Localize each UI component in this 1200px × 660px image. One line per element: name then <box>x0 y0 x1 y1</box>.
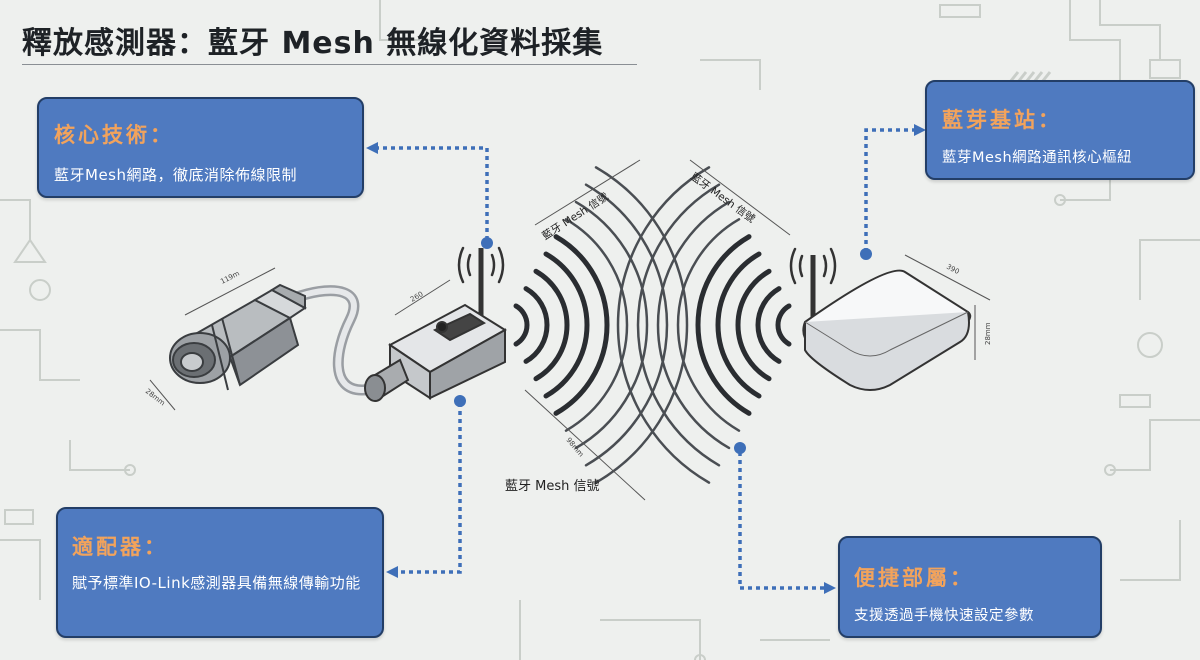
callout-connectors <box>374 128 916 590</box>
dimension-lines <box>149 159 991 501</box>
left-wave-arc-7 <box>574 200 649 450</box>
right-wave-arc-7 <box>656 200 731 450</box>
left-wave-arc-5 <box>553 234 610 416</box>
dimension-sensor-length: 119m <box>219 269 241 285</box>
dimension-signal-span: 98mm <box>564 436 585 459</box>
right-wave-arc-5 <box>695 234 752 416</box>
signal-waves-left <box>513 166 689 484</box>
left-wave-arc-9 <box>594 166 689 484</box>
signal-label-bottom: 藍牙 Mesh 信號 <box>505 479 600 494</box>
bluetooth-gateway-illustration <box>802 255 972 391</box>
bluetooth-adapter-illustration <box>364 248 507 402</box>
signal-waves-right <box>616 166 792 484</box>
left-wave-arc-3 <box>533 268 570 382</box>
left-wave-arc-2 <box>523 286 550 364</box>
callout-config-heading: 便捷部屬： <box>854 565 974 590</box>
callout-core-text: 藍牙Mesh網路，徹底消除佈線限制 <box>54 166 297 184</box>
left-wave-arc-8 <box>584 183 669 467</box>
callout-core-heading: 核心技術： <box>54 122 174 147</box>
callout-easy-deployment: 便捷部屬： 支援透過手機快速設定參數 <box>838 536 1102 638</box>
signal-label-upper-left: 藍牙 Mesh 信號 <box>540 190 612 243</box>
connector-endpoints <box>366 124 926 594</box>
right-wave-arc-6 <box>676 218 741 432</box>
left-wave-arc-1 <box>513 303 530 347</box>
left-wave-arc-4 <box>543 251 590 399</box>
right-wave-arc-3 <box>735 268 772 382</box>
io-link-sensor-illustration <box>169 283 307 391</box>
callout-adapter-heading: 適配器： <box>72 534 168 559</box>
antenna-wave-marks <box>457 246 837 285</box>
dimension-gateway-height: 28mm <box>984 322 992 345</box>
callout-core-technology: 核心技術： 藍牙Mesh網路，徹底消除佈線限制 <box>37 97 364 198</box>
right-wave-arc-2 <box>755 286 782 364</box>
title-underline <box>22 64 637 65</box>
callout-adapter: 適配器： 賦予標準IO-Link感測器具備無線傳輸功能 <box>56 507 384 638</box>
dimension-gateway-width: 390 <box>945 263 961 276</box>
callout-base-heading: 藍芽基站： <box>942 107 1062 132</box>
right-wave-arc-9 <box>616 166 711 484</box>
callout-base-station: 藍芽基站： 藍芽Mesh網路通訊核心樞紐 <box>925 80 1195 180</box>
right-wave-arc-1 <box>775 303 792 347</box>
right-wave-arc-4 <box>715 251 762 399</box>
left-wave-arc-6 <box>564 218 629 432</box>
callout-base-text: 藍芽Mesh網路通訊核心樞紐 <box>942 150 1133 166</box>
dimension-sensor-diameter: 28mm <box>144 387 167 407</box>
page-title: 釋放感測器：藍牙 Mesh 無線化資料採集 <box>22 26 604 61</box>
right-wave-arc-8 <box>636 183 721 467</box>
callout-adapter-text: 賦予標準IO-Link感測器具備無線傳輸功能 <box>72 574 361 592</box>
callout-config-text: 支援透過手機快速設定參數 <box>854 608 1034 624</box>
